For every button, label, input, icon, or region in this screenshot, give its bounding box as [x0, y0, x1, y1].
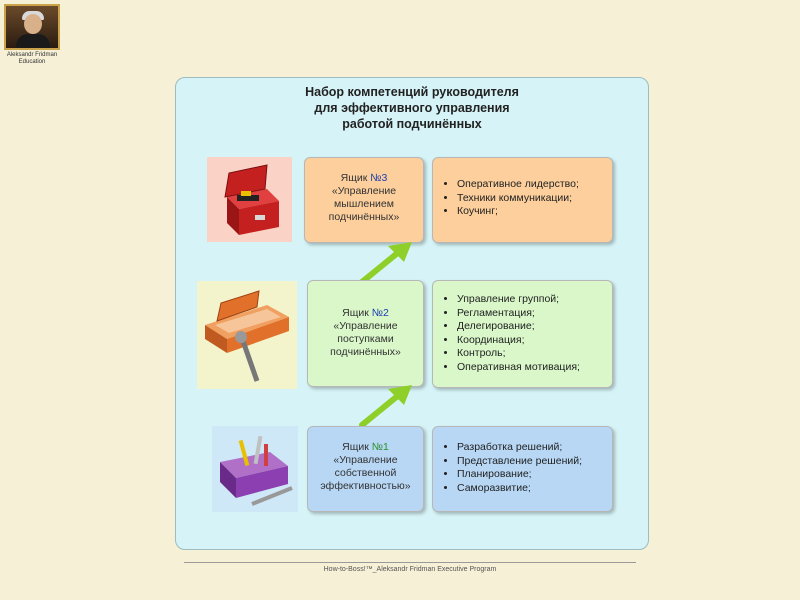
list-item: Коучинг;: [457, 205, 612, 219]
panel-title: Набор компетенций руководителя для эффек…: [175, 84, 649, 132]
list-item: Регламентация;: [457, 307, 612, 321]
list-item: Представление решений;: [457, 455, 612, 469]
box1-number: №1: [371, 441, 389, 453]
list-item: Контроль;: [457, 347, 612, 361]
panel-title-line2: для эффективного управления: [314, 101, 510, 115]
logo-caption-line2: Education: [18, 59, 46, 65]
box3-title-card: Ящик №3 «Управление мышлением подчинённы…: [304, 157, 424, 243]
box1-competency-list: Разработка решений; Представление решени…: [432, 426, 613, 512]
box2-label: Ящик №2: [342, 307, 389, 319]
panel-title-line3: работой подчинённых: [342, 117, 482, 131]
list-item: Разработка решений;: [457, 441, 612, 455]
box3-competency-list: Оперативное лидерство; Техники коммуника…: [432, 157, 613, 243]
green-arrow-icon: [359, 385, 412, 428]
box1-title-card: Ящик №1 «Управление собственной эффектив…: [307, 426, 424, 512]
box1-label: Ящик №1: [342, 441, 389, 453]
box2-number: №2: [371, 307, 389, 319]
box3-name-line3: подчинённых»: [328, 211, 400, 223]
box2-competency-list: Управление группой; Регламентация; Делег…: [432, 280, 613, 388]
box1-name-line1: «Управление: [333, 454, 398, 466]
list-item: Управление группой;: [457, 293, 612, 307]
logo-caption: Aleksandr Fridman Education: [0, 52, 64, 66]
red-toolbox-icon: [207, 157, 292, 242]
box2-name-line1: «Управление: [333, 320, 398, 332]
list-item: Техники коммуникации;: [457, 192, 612, 206]
footer-text: How-to-Boss!™_Aleksandr Fridman Executiv…: [323, 566, 497, 573]
list-item: Оперативная мотивация;: [457, 361, 612, 375]
orange-toolbox-icon: [197, 281, 297, 389]
list-item: Делегирование;: [457, 320, 612, 334]
box1-name-line2: собственной: [334, 467, 397, 479]
author-portrait-logo: [4, 4, 60, 50]
box3-number: №3: [370, 172, 388, 184]
panel-title-line1: Набор компетенций руководителя: [305, 85, 519, 99]
list-item: Саморазвитие;: [457, 482, 612, 496]
list-item: Оперативное лидерство;: [457, 178, 612, 192]
box3-name-line2: мышлением: [334, 198, 394, 210]
purple-toolbox-icon: [212, 426, 298, 512]
box2-title-card: Ящик №2 «Управление поступками подчинённ…: [307, 280, 424, 387]
box3-name-line1: «Управление: [331, 185, 397, 197]
box3-label: Ящик №3: [340, 172, 388, 184]
box2-name-line3: подчинённых»: [330, 346, 401, 358]
box2-name-line2: поступками: [337, 333, 394, 345]
list-item: Планирование;: [457, 468, 612, 482]
list-item: Координация;: [457, 334, 612, 348]
logo-caption-line1: Aleksandr Fridman: [6, 52, 58, 58]
green-arrow-icon: [359, 242, 412, 285]
box1-name-line3: эффективностью»: [320, 480, 411, 492]
footer-divider: [184, 562, 636, 563]
